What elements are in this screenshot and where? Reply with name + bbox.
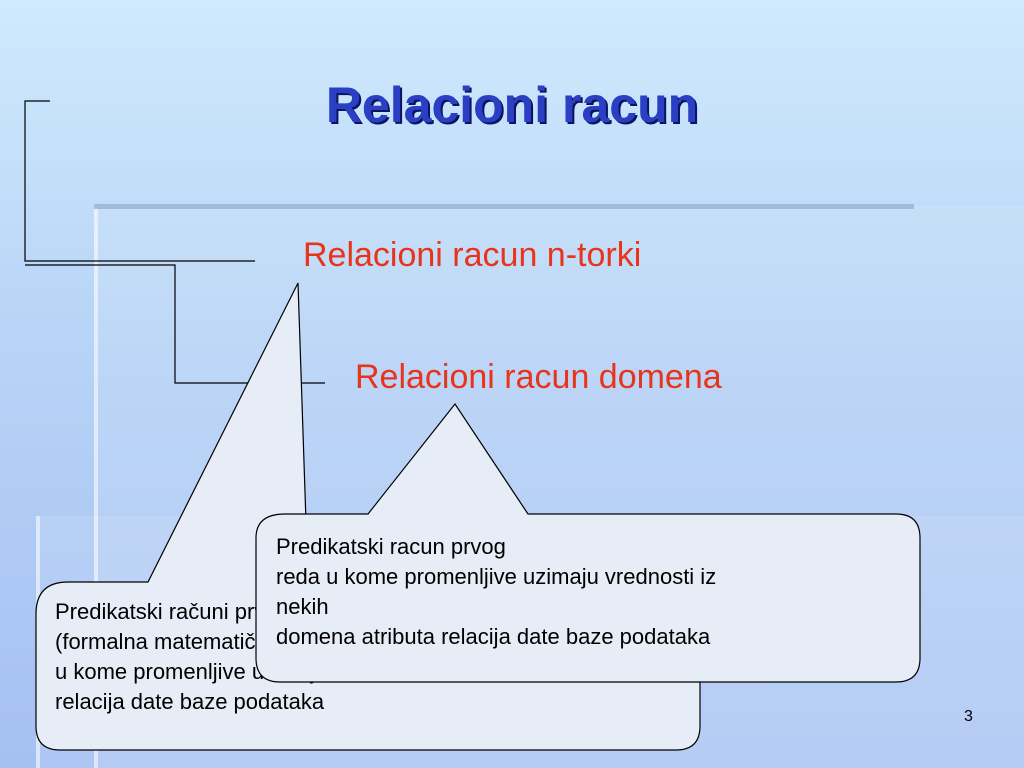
decor-vertical-line (94, 206, 98, 768)
slide-title: Relacioni racun (325, 77, 699, 133)
callout-domena-line-1: Predikatski racun prvog (276, 534, 506, 559)
callout-domena-text: Predikatski racun prvog reda u kome prom… (276, 532, 716, 652)
item-relacioni-racun-domena: Relacioni racun domena (355, 358, 722, 396)
callout-n-torki-line-4: relacija date baze podataka (55, 689, 325, 714)
callout-domena-line-3: nekih (276, 594, 329, 619)
item-relacioni-racun-n-torki: Relacioni racun n-torki (303, 236, 642, 274)
callout-domena-line-2: reda u kome promenljive uzimaju vrednost… (276, 564, 717, 589)
callout-domena-line-4: domena atributa relacija date baze podat… (276, 624, 711, 649)
decor-horizontal-line (94, 204, 914, 209)
page-number: 3 (964, 708, 973, 725)
